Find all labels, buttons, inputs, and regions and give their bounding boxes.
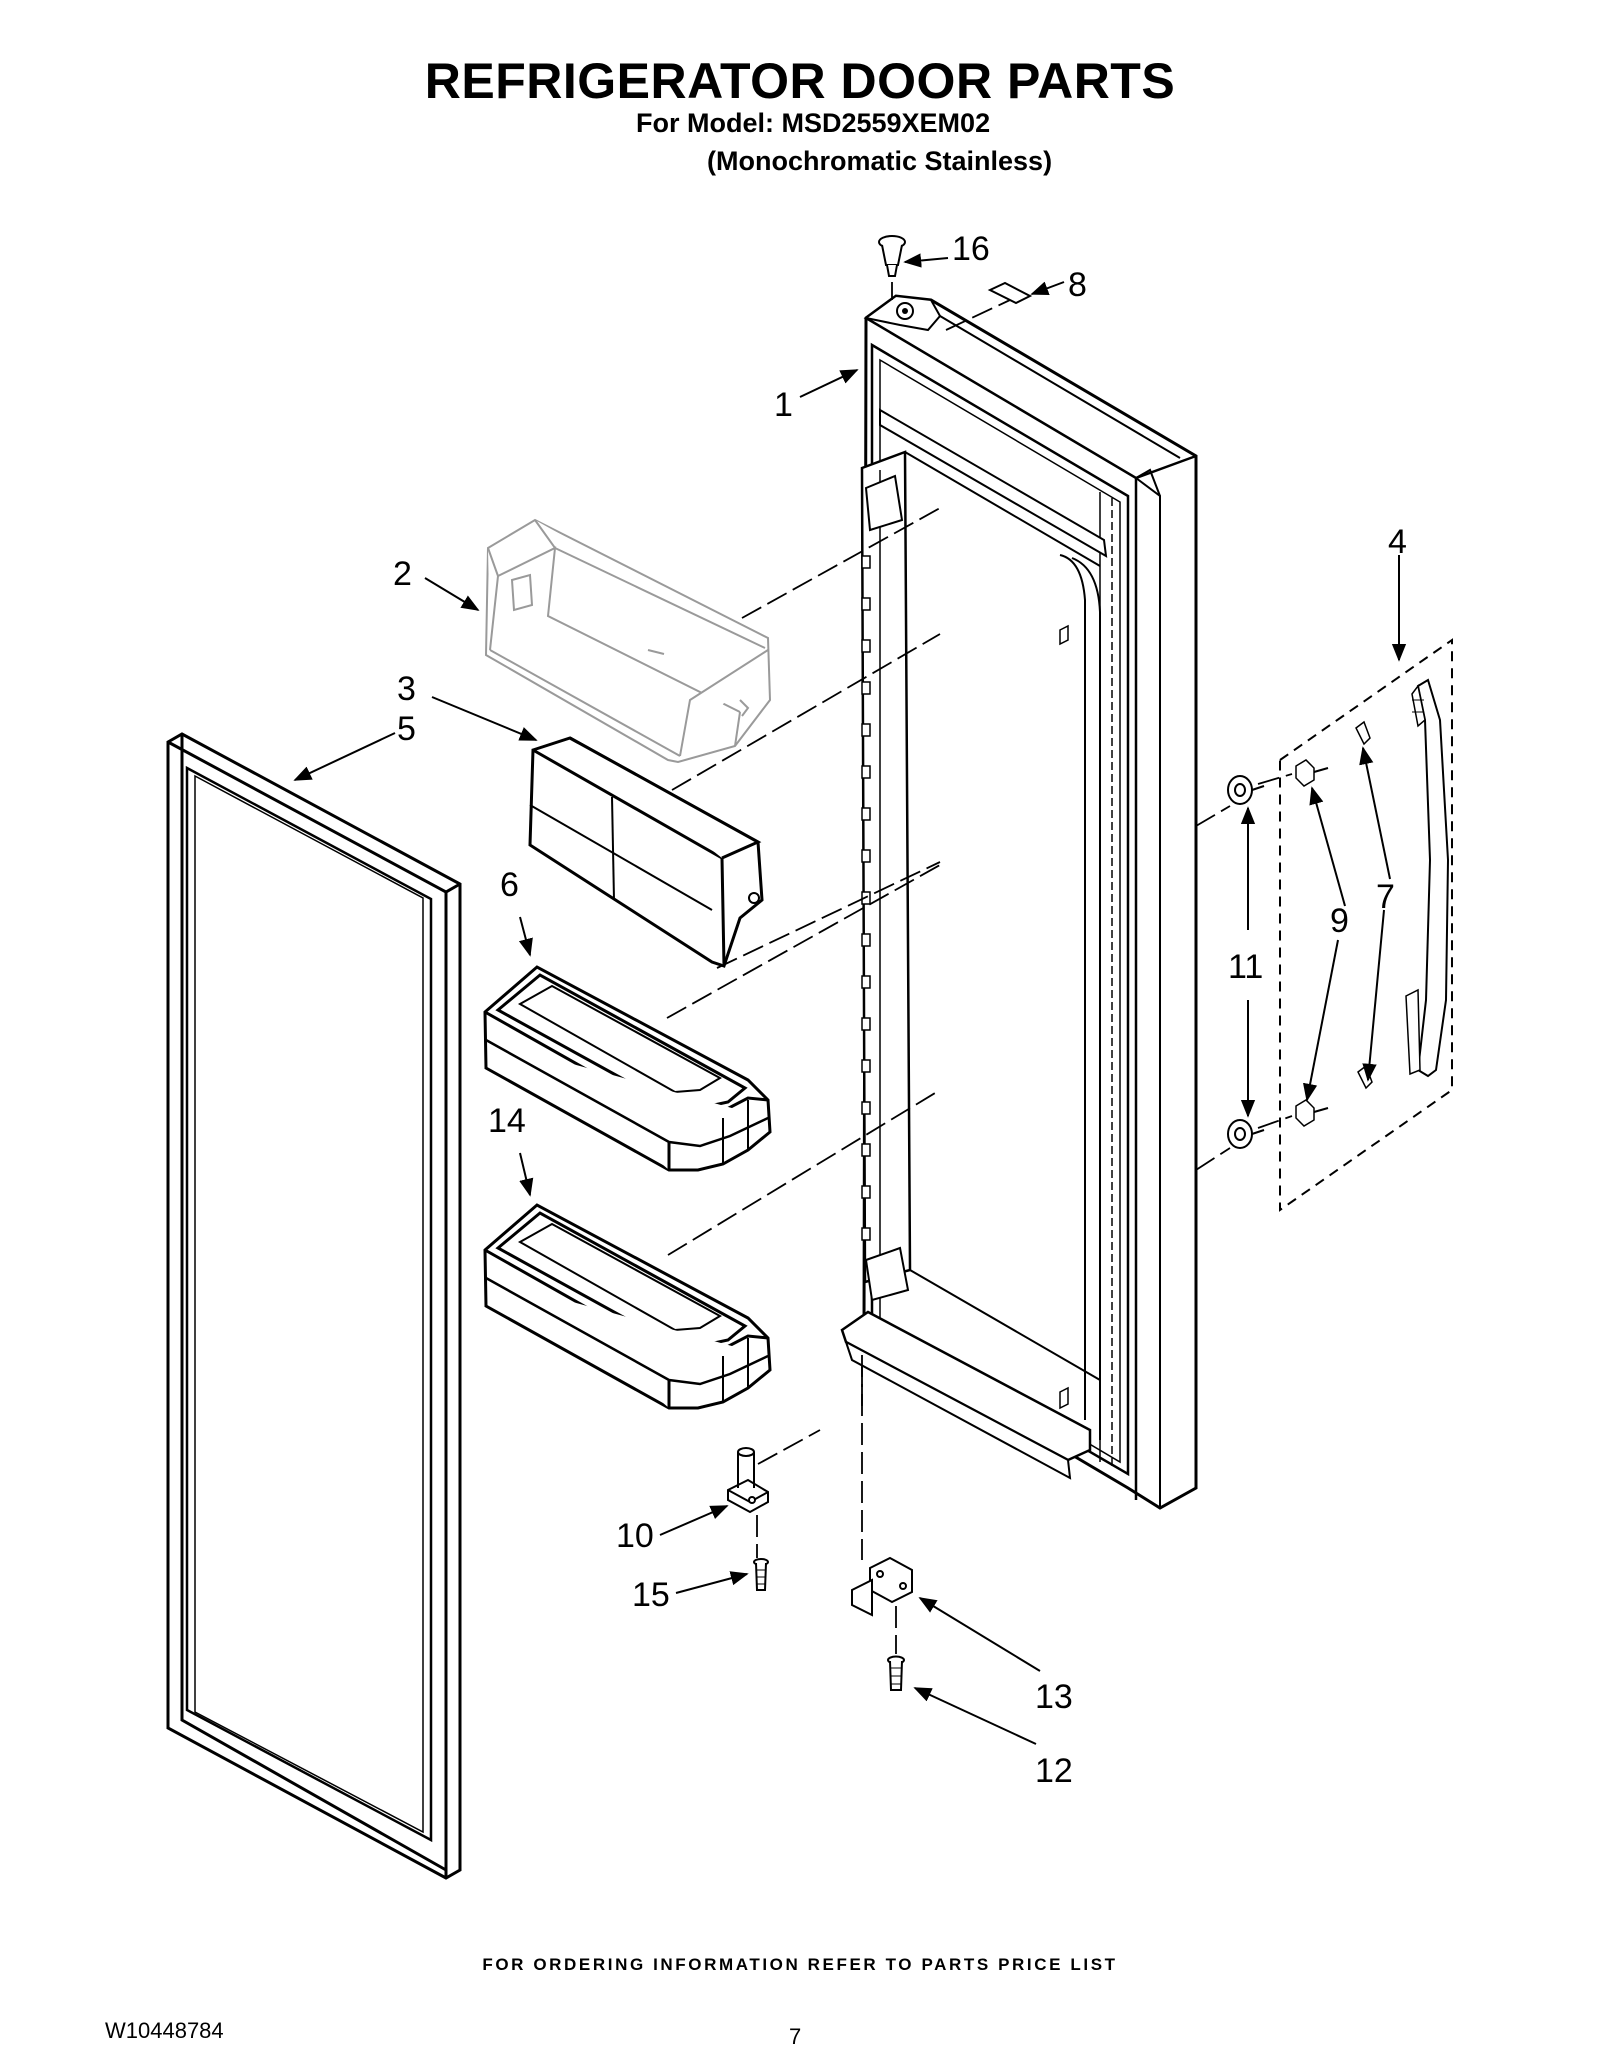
lower-hinge-pin (727, 1447, 769, 1514)
callout-12: 12 (1035, 1752, 1073, 1790)
door-shelf-dimples (861, 555, 871, 1241)
shelf-dimple (861, 681, 871, 695)
callout-11: 11 (1228, 948, 1263, 986)
shelf-dimple (861, 639, 871, 653)
callout-9: 9 (1330, 902, 1349, 940)
shelf-dimple (861, 1185, 871, 1199)
page-number: 7 (789, 2024, 802, 2049)
callout-2: 2 (393, 555, 412, 593)
shelf-dimple (861, 597, 871, 611)
shelf-dimple (861, 723, 871, 737)
callout-13: 13 (1035, 1678, 1073, 1716)
bottom-hinge-bracket (851, 1556, 913, 1617)
shelf-dimple (861, 1017, 871, 1031)
dispenser-cover (484, 518, 772, 764)
upper-door-bin (483, 965, 772, 1172)
hinge-bracket-screw (887, 1655, 905, 1691)
page-title: REFRIGERATOR DOOR PARTS (424, 53, 1176, 109)
ordering-note: FOR ORDERING INFORMATION REFER TO PARTS … (482, 1955, 1118, 1974)
door-assembly (840, 294, 1198, 1510)
callout-4: 4 (1388, 523, 1407, 561)
callout-3: 3 (397, 670, 416, 708)
shelf-dimple (861, 1101, 871, 1115)
hinge-plug (878, 235, 906, 277)
shelf-front (528, 736, 764, 968)
callout-14: 14 (488, 1102, 526, 1140)
callout-arrows (293, 253, 1407, 1745)
callout-8: 8 (1068, 266, 1087, 304)
document-number: W10448784 (105, 2018, 224, 2043)
shelf-dimple (861, 1227, 871, 1241)
shelf-dimple (861, 765, 871, 779)
hinge-pin-screw (753, 1558, 769, 1591)
callout-6: 6 (500, 866, 519, 904)
lower-door-bin (483, 1203, 772, 1410)
shelf-dimple (861, 807, 871, 821)
finish-line: (Monochromatic Stainless) (707, 146, 1053, 176)
callout-15: 15 (632, 1576, 670, 1614)
callout-16: 16 (952, 230, 990, 268)
shelf-dimple (861, 975, 871, 989)
callout-5: 5 (397, 710, 416, 748)
shelf-dimple (861, 849, 871, 863)
hinge-cover-plate (987, 281, 1033, 305)
callout-10: 10 (616, 1517, 654, 1555)
callout-numbers: 16 8 1 2 3 5 6 14 4 7 9 11 10 15 13 12 (393, 230, 1407, 1790)
assembly-guide-lines (666, 282, 1293, 1654)
door-gasket (166, 732, 462, 1880)
shelf-dimple (861, 1143, 871, 1157)
callout-1: 1 (774, 386, 793, 424)
shelf-dimple (861, 555, 871, 569)
door-handle-kit (1279, 638, 1453, 1212)
handle-mounting-studs (1227, 775, 1265, 1149)
callout-7: 7 (1376, 878, 1395, 916)
model-line: For Model: MSD2559XEM02 (636, 108, 991, 138)
shelf-dimple (861, 933, 871, 947)
shelf-dimple (861, 1059, 871, 1073)
